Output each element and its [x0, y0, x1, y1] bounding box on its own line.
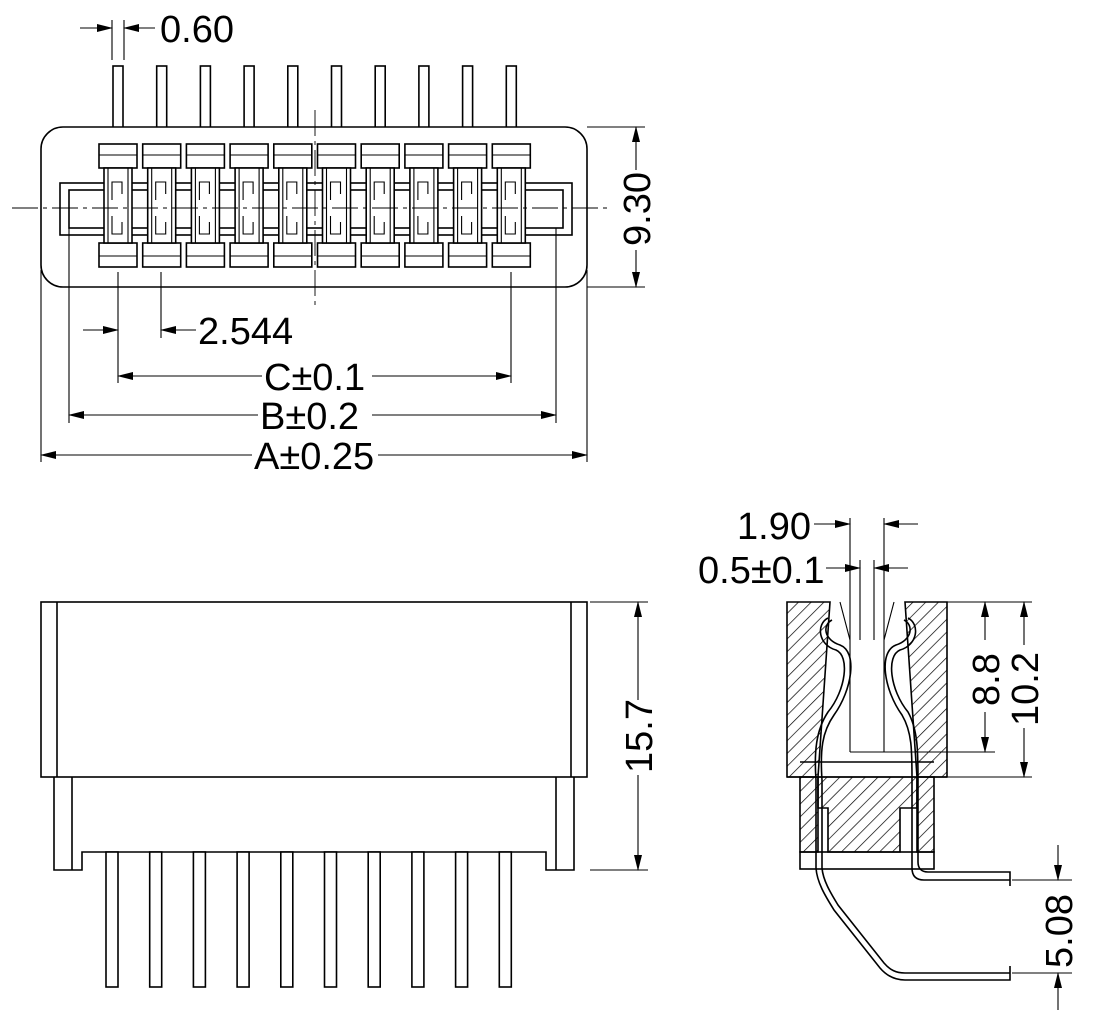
front-body — [40, 601, 588, 778]
top-pins — [112, 65, 518, 129]
front-pin — [367, 851, 382, 988]
top-pin — [374, 65, 387, 129]
dim-contact-spacing: 1.90 — [737, 506, 811, 548]
top-pin — [112, 65, 124, 129]
dim-depth-inner: 8.8 — [966, 653, 1008, 706]
top-view: 0.60 9.30 2.544 C±0.1 B±0.2 A±0.25 — [12, 9, 659, 478]
top-slot-outer — [59, 182, 573, 236]
dim-height: 15.7 — [619, 699, 661, 773]
top-contact — [360, 143, 401, 268]
dim-b: B±0.2 — [260, 396, 359, 438]
dim-row-pitch: 5.08 — [1039, 894, 1081, 968]
dim-c: C±0.1 — [264, 357, 365, 399]
front-pin — [105, 851, 119, 988]
dim-depth-outer: 10.2 — [1005, 652, 1047, 726]
side-left-contact — [820, 619, 1010, 974]
top-contact — [229, 143, 269, 268]
top-contact — [185, 143, 226, 268]
top-pin — [199, 65, 212, 129]
dim-body-depth: 9.30 — [617, 172, 659, 246]
dim-pin-width: 0.60 — [160, 9, 234, 51]
front-pin — [279, 851, 294, 988]
front-pin — [236, 851, 250, 988]
side-left-wall — [786, 601, 831, 778]
front-pin — [192, 851, 207, 988]
top-contacts — [98, 143, 532, 268]
front-pins — [105, 851, 513, 988]
top-contact — [491, 143, 532, 268]
top-contact — [447, 143, 488, 268]
front-base — [53, 777, 575, 871]
top-contact — [404, 143, 444, 268]
top-contact — [272, 143, 313, 268]
side-view: 1.90 0.5±0.1 8.8 10.2 5.08 — [698, 506, 1081, 1010]
top-pin — [286, 65, 299, 129]
front-pin — [454, 851, 469, 988]
top-pin — [243, 65, 255, 129]
side-right-contact — [884, 619, 1010, 881]
front-view: 15.7 — [40, 601, 661, 988]
top-contact — [141, 143, 182, 268]
dim-a: A±0.25 — [254, 436, 374, 478]
front-pin — [498, 851, 513, 988]
top-pin — [330, 65, 343, 129]
dim-contact-width: 0.5±0.1 — [698, 550, 825, 592]
front-pin — [323, 851, 338, 988]
top-pin — [418, 65, 430, 129]
front-pin — [148, 851, 163, 988]
top-slot-inner — [68, 189, 564, 229]
top-contact — [98, 143, 138, 268]
front-pin — [411, 851, 425, 988]
dim-pitch: 2.544 — [198, 311, 293, 353]
top-contact — [316, 143, 357, 268]
top-pin — [461, 65, 474, 129]
side-lower-right — [916, 776, 935, 853]
top-pin — [505, 65, 518, 129]
top-pin — [155, 65, 168, 129]
side-bottom-block — [817, 776, 918, 853]
